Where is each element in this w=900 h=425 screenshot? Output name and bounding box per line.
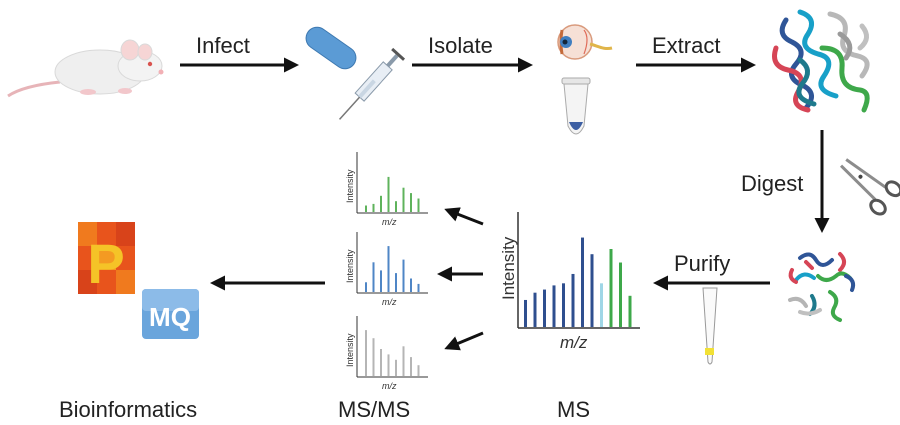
msms-middle-peak-2 bbox=[372, 262, 375, 292]
label-infect: Infect bbox=[196, 33, 250, 58]
msms-bottom-y-axis-label: Intensity bbox=[345, 333, 355, 367]
ms-x-axis-label: m/z bbox=[560, 333, 588, 352]
msms-bottom-peak-2 bbox=[372, 338, 375, 376]
perseus-logo-letter: P bbox=[87, 232, 124, 295]
arrow-ms-to-msms-top bbox=[444, 207, 484, 226]
msms-top-peak-7 bbox=[410, 193, 412, 212]
msms-top-peak-2 bbox=[372, 203, 375, 212]
msms-top-peak-5 bbox=[395, 201, 397, 212]
msms-middle-peak-8 bbox=[417, 283, 420, 292]
msms-top-peak-8 bbox=[417, 198, 420, 212]
msms-middle-peak-1 bbox=[365, 282, 367, 292]
ms-peak-2 bbox=[533, 292, 537, 327]
msms-middle-x-axis-label: m/z bbox=[382, 297, 397, 307]
label-isolate: Isolate bbox=[428, 33, 493, 58]
maxquant-logo-letters: MQ bbox=[149, 302, 191, 332]
ms-y-axis-label: Intensity bbox=[499, 236, 518, 300]
mouse-icon bbox=[7, 39, 164, 98]
msms-bottom-peak-8 bbox=[417, 365, 420, 376]
ms-peak-6 bbox=[571, 273, 575, 327]
msms-middle-y-axis-label: Intensity bbox=[345, 249, 355, 283]
msms-spectrum-chart-middle: Intensity m/z bbox=[345, 232, 428, 307]
msms-bottom-peak-1 bbox=[365, 330, 367, 376]
ms-peak-3 bbox=[543, 289, 546, 327]
label-digest: Digest bbox=[741, 171, 803, 196]
syringe-icon bbox=[338, 47, 406, 120]
msms-bottom-peak-7 bbox=[410, 357, 412, 376]
msms-middle-peak-5 bbox=[395, 273, 397, 292]
msms-middle-peak-4 bbox=[387, 246, 390, 292]
ms-peak-12 bbox=[628, 295, 632, 327]
caption-msms: MS/MS bbox=[338, 397, 410, 422]
protein-tangle-icon bbox=[772, 9, 870, 113]
ms-peak-4 bbox=[552, 285, 556, 327]
msms-bottom-peak-3 bbox=[380, 349, 382, 376]
label-purify: Purify bbox=[674, 251, 730, 276]
msms-top-peak-4 bbox=[387, 176, 390, 212]
ms-peak-5 bbox=[562, 283, 565, 327]
ms-peak-7 bbox=[581, 237, 584, 327]
capsule-icon bbox=[305, 26, 357, 70]
label-extract: Extract bbox=[652, 33, 720, 58]
msms-top-peak-3 bbox=[380, 195, 382, 212]
msms-spectrum-chart-bottom: Intensity m/z bbox=[345, 316, 428, 391]
eye-icon bbox=[557, 24, 613, 60]
pipette-tip-icon bbox=[702, 287, 718, 365]
msms-bottom-x-axis-label: m/z bbox=[382, 381, 397, 391]
caption-ms: MS bbox=[557, 397, 590, 422]
msms-middle-peak-6 bbox=[402, 259, 405, 292]
msms-bottom-peak-5 bbox=[395, 359, 397, 376]
msms-middle-peak-7 bbox=[410, 278, 412, 292]
microcentrifuge-tube-icon bbox=[561, 77, 591, 135]
msms-bottom-peak-4 bbox=[387, 354, 390, 376]
caption-bioinformatics: Bioinformatics bbox=[59, 397, 197, 422]
msms-top-peak-1 bbox=[365, 205, 367, 212]
ms-peak-9 bbox=[600, 283, 603, 327]
arrow-ms-to-msms-bottom bbox=[444, 331, 484, 351]
maxquant-logo: MQ bbox=[142, 289, 199, 339]
ms-peak-11 bbox=[619, 262, 622, 327]
msms-top-x-axis-label: m/z bbox=[382, 217, 397, 227]
ms-peak-8 bbox=[590, 254, 594, 327]
msms-spectrum-chart-top: Intensity m/z bbox=[345, 152, 428, 227]
ms-peak-1 bbox=[524, 299, 527, 327]
msms-middle-peak-3 bbox=[380, 270, 382, 292]
msms-top-peak-6 bbox=[402, 187, 405, 212]
perseus-logo: P bbox=[78, 222, 135, 295]
msms-top-y-axis-label: Intensity bbox=[345, 169, 355, 203]
peptide-fragments-icon bbox=[788, 252, 856, 322]
scissors-icon bbox=[839, 158, 900, 216]
ms-spectrum-chart: Intensity m/z bbox=[499, 212, 640, 352]
ms-peak-10 bbox=[609, 249, 613, 327]
msms-bottom-peak-6 bbox=[402, 346, 405, 376]
